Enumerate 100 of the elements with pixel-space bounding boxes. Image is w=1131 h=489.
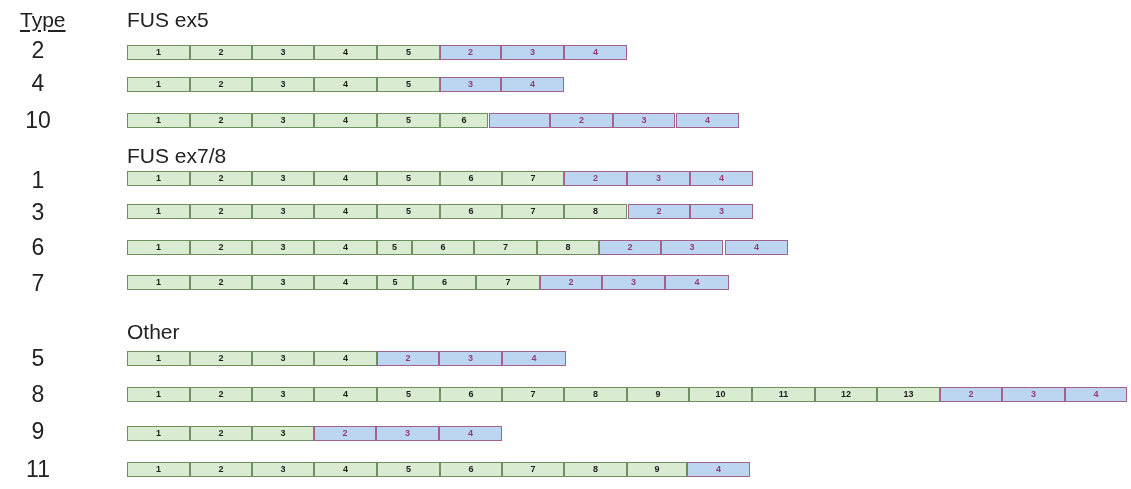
fus-exon-segment: 5	[377, 77, 440, 92]
partner-exon-segment: 2	[599, 240, 661, 255]
partner-exon-segment: 3	[627, 171, 690, 186]
partner-exon-segment: 2	[628, 204, 690, 219]
fus-exon-segment: 13	[877, 387, 940, 402]
fus-exon-segment: 4	[314, 77, 377, 92]
fus-exon-segment: 2	[190, 275, 252, 290]
type-number: 8	[30, 383, 46, 406]
fus-exon-segment: 5	[377, 45, 440, 60]
partner-exon-segment: 4	[687, 462, 750, 477]
fus-exon-segment: 4	[314, 351, 377, 366]
fus-exon-segment: 6	[440, 462, 502, 477]
partner-exon-segment: 4	[725, 240, 788, 255]
fus-exon-segment: 4	[314, 387, 377, 402]
partner-exon-segment: 3	[602, 275, 665, 290]
fus-exon-segment: 5	[377, 275, 413, 290]
partner-exon-segment: 4	[502, 351, 566, 366]
partner-exon-segment: 3	[613, 113, 675, 128]
fus-exon-segment: 1	[127, 275, 190, 290]
fus-exon-segment: 7	[502, 462, 564, 477]
partner-exon-segment: 3	[1002, 387, 1065, 402]
fus-exon-segment: 3	[252, 426, 314, 441]
fus-exon-segment: 8	[564, 204, 627, 219]
fus-exon-segment: 2	[190, 204, 252, 219]
fus-exon-segment: 6	[440, 387, 502, 402]
fus-exon-segment: 11	[752, 387, 815, 402]
fus-exon-segment: 3	[252, 113, 314, 128]
column-header: Type	[20, 9, 66, 30]
fus-exon-segment: 3	[252, 275, 314, 290]
fus-exon-segment: 6	[413, 275, 476, 290]
fus-exon-segment: 2	[190, 171, 252, 186]
fus-exon-segment: 4	[314, 240, 377, 255]
partner-exon-segment: 2	[564, 171, 627, 186]
partner-exon-segment: 2	[940, 387, 1002, 402]
fus-exon-segment: 3	[252, 387, 314, 402]
fus-exon-segment: 2	[190, 426, 252, 441]
fus-exon-segment: 1	[127, 113, 190, 128]
fus-exon-segment: 2	[190, 462, 252, 477]
fus-exon-segment: 4	[314, 275, 377, 290]
fus-exon-segment: 3	[252, 204, 314, 219]
fus-exon-segment: 9	[627, 387, 689, 402]
section-heading: FUS ex7/8	[127, 145, 227, 166]
fus-exon-segment: 5	[377, 240, 412, 255]
fus-exon-segment: 6	[440, 171, 502, 186]
partner-exon-segment: 3	[440, 77, 501, 92]
fus-exon-segment: 6	[440, 204, 502, 219]
partner-exon-segment: 4	[564, 45, 627, 60]
fus-exon-segment: 2	[190, 351, 252, 366]
fus-exon-segment: 1	[127, 204, 190, 219]
fus-exon-segment: 4	[314, 204, 377, 219]
fus-exon-segment: 5	[377, 204, 440, 219]
fus-exon-segment: 3	[252, 462, 314, 477]
partner-exon-segment: 3	[439, 351, 502, 366]
fus-exon-segment: 2	[190, 240, 252, 255]
type-number: 11	[25, 458, 51, 481]
type-number: 6	[30, 236, 46, 259]
type-number: 2	[30, 39, 46, 62]
fus-exon-segment: 6	[412, 240, 474, 255]
partner-exon-segment: 3	[376, 426, 439, 441]
fus-exon-segment: 4	[314, 171, 377, 186]
partner-exon-segment: 2	[377, 351, 439, 366]
partner-exon-segment: 3	[501, 45, 564, 60]
fus-exon-segment: 5	[377, 462, 440, 477]
fus-exon-segment: 4	[314, 45, 377, 60]
partner-exon-segment	[489, 113, 550, 128]
fus-exon-segment: 1	[127, 45, 190, 60]
partner-exon-segment: 3	[690, 204, 753, 219]
type-number: 1	[30, 169, 46, 192]
fus-exon-segment: 5	[377, 171, 440, 186]
fus-exon-segment: 3	[252, 171, 314, 186]
partner-exon-segment: 2	[314, 426, 376, 441]
fus-exon-segment: 12	[815, 387, 877, 402]
fus-exon-segment: 5	[377, 113, 440, 128]
fus-exon-segment: 3	[252, 240, 314, 255]
fus-exon-segment: 7	[474, 240, 537, 255]
fus-exon-segment: 4	[314, 462, 377, 477]
partner-exon-segment: 2	[550, 113, 613, 128]
fus-exon-segment: 8	[564, 387, 627, 402]
partner-exon-segment: 4	[1065, 387, 1127, 402]
partner-exon-segment: 2	[540, 275, 602, 290]
fus-exon-segment: 7	[476, 275, 540, 290]
fus-exon-segment: 3	[252, 77, 314, 92]
fus-exon-segment: 5	[377, 387, 440, 402]
type-number: 7	[30, 272, 46, 295]
partner-exon-segment: 4	[665, 275, 729, 290]
section-heading: Other	[127, 321, 180, 342]
fus-exon-segment: 2	[190, 113, 252, 128]
partner-exon-segment: 4	[501, 77, 564, 92]
fus-exon-segment: 2	[190, 77, 252, 92]
fus-exon-segment: 6	[440, 113, 488, 128]
fus-exon-segment: 1	[127, 462, 190, 477]
fus-exon-segment: 10	[689, 387, 752, 402]
fus-exon-segment: 7	[502, 387, 564, 402]
fus-exon-segment: 1	[127, 77, 190, 92]
partner-exon-segment: 4	[439, 426, 502, 441]
fus-exon-segment: 2	[190, 45, 252, 60]
fus-exon-segment: 1	[127, 171, 190, 186]
fus-exon-segment: 4	[314, 113, 377, 128]
type-number: 10	[24, 109, 52, 132]
fus-exon-segment: 1	[127, 387, 190, 402]
